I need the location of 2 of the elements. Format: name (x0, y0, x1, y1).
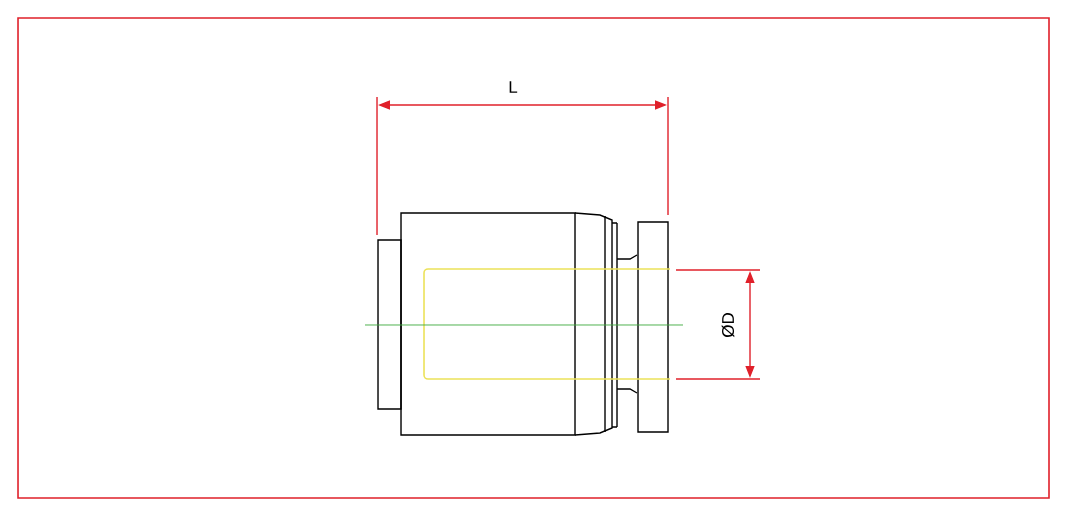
dimension-label: L (509, 81, 518, 93)
dimension-label: ØD (721, 313, 735, 338)
